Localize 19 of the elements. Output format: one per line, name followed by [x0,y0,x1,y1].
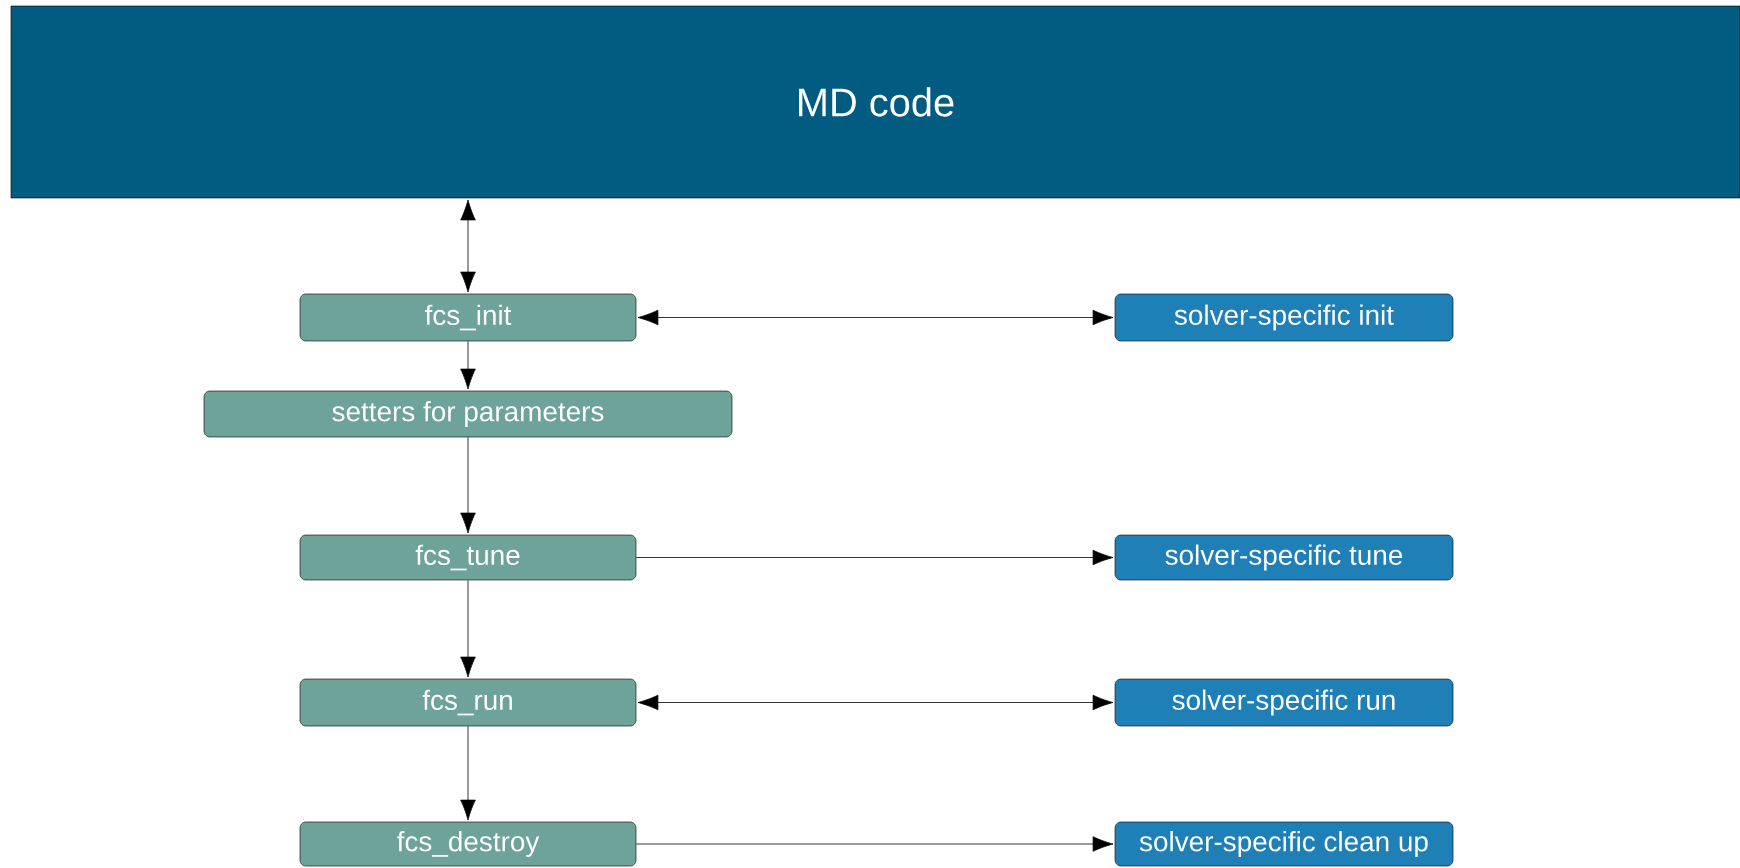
code-block: MD code [10,5,1740,199]
function-box: fcs_init [299,293,637,342]
arrow [635,836,1114,852]
arrow [460,340,476,390]
solver-box: solver-specific tune [1114,534,1454,581]
arrow [460,579,476,678]
function-box: setters for parameters [203,390,733,438]
function-box: fcs_run [299,678,637,727]
arrow [460,725,476,821]
function-box: fcs_destroy [299,821,637,867]
arrow [460,436,476,534]
arrow [635,549,1114,566]
arrow [637,309,1114,326]
solver-box: solver-specific init [1114,293,1454,342]
solver-box: solver-specific run [1114,678,1454,727]
arrow [637,694,1114,711]
solver-box: solver-specific clean up [1114,821,1454,867]
arrow [460,199,476,293]
function-box: fcs_tune [299,534,637,581]
